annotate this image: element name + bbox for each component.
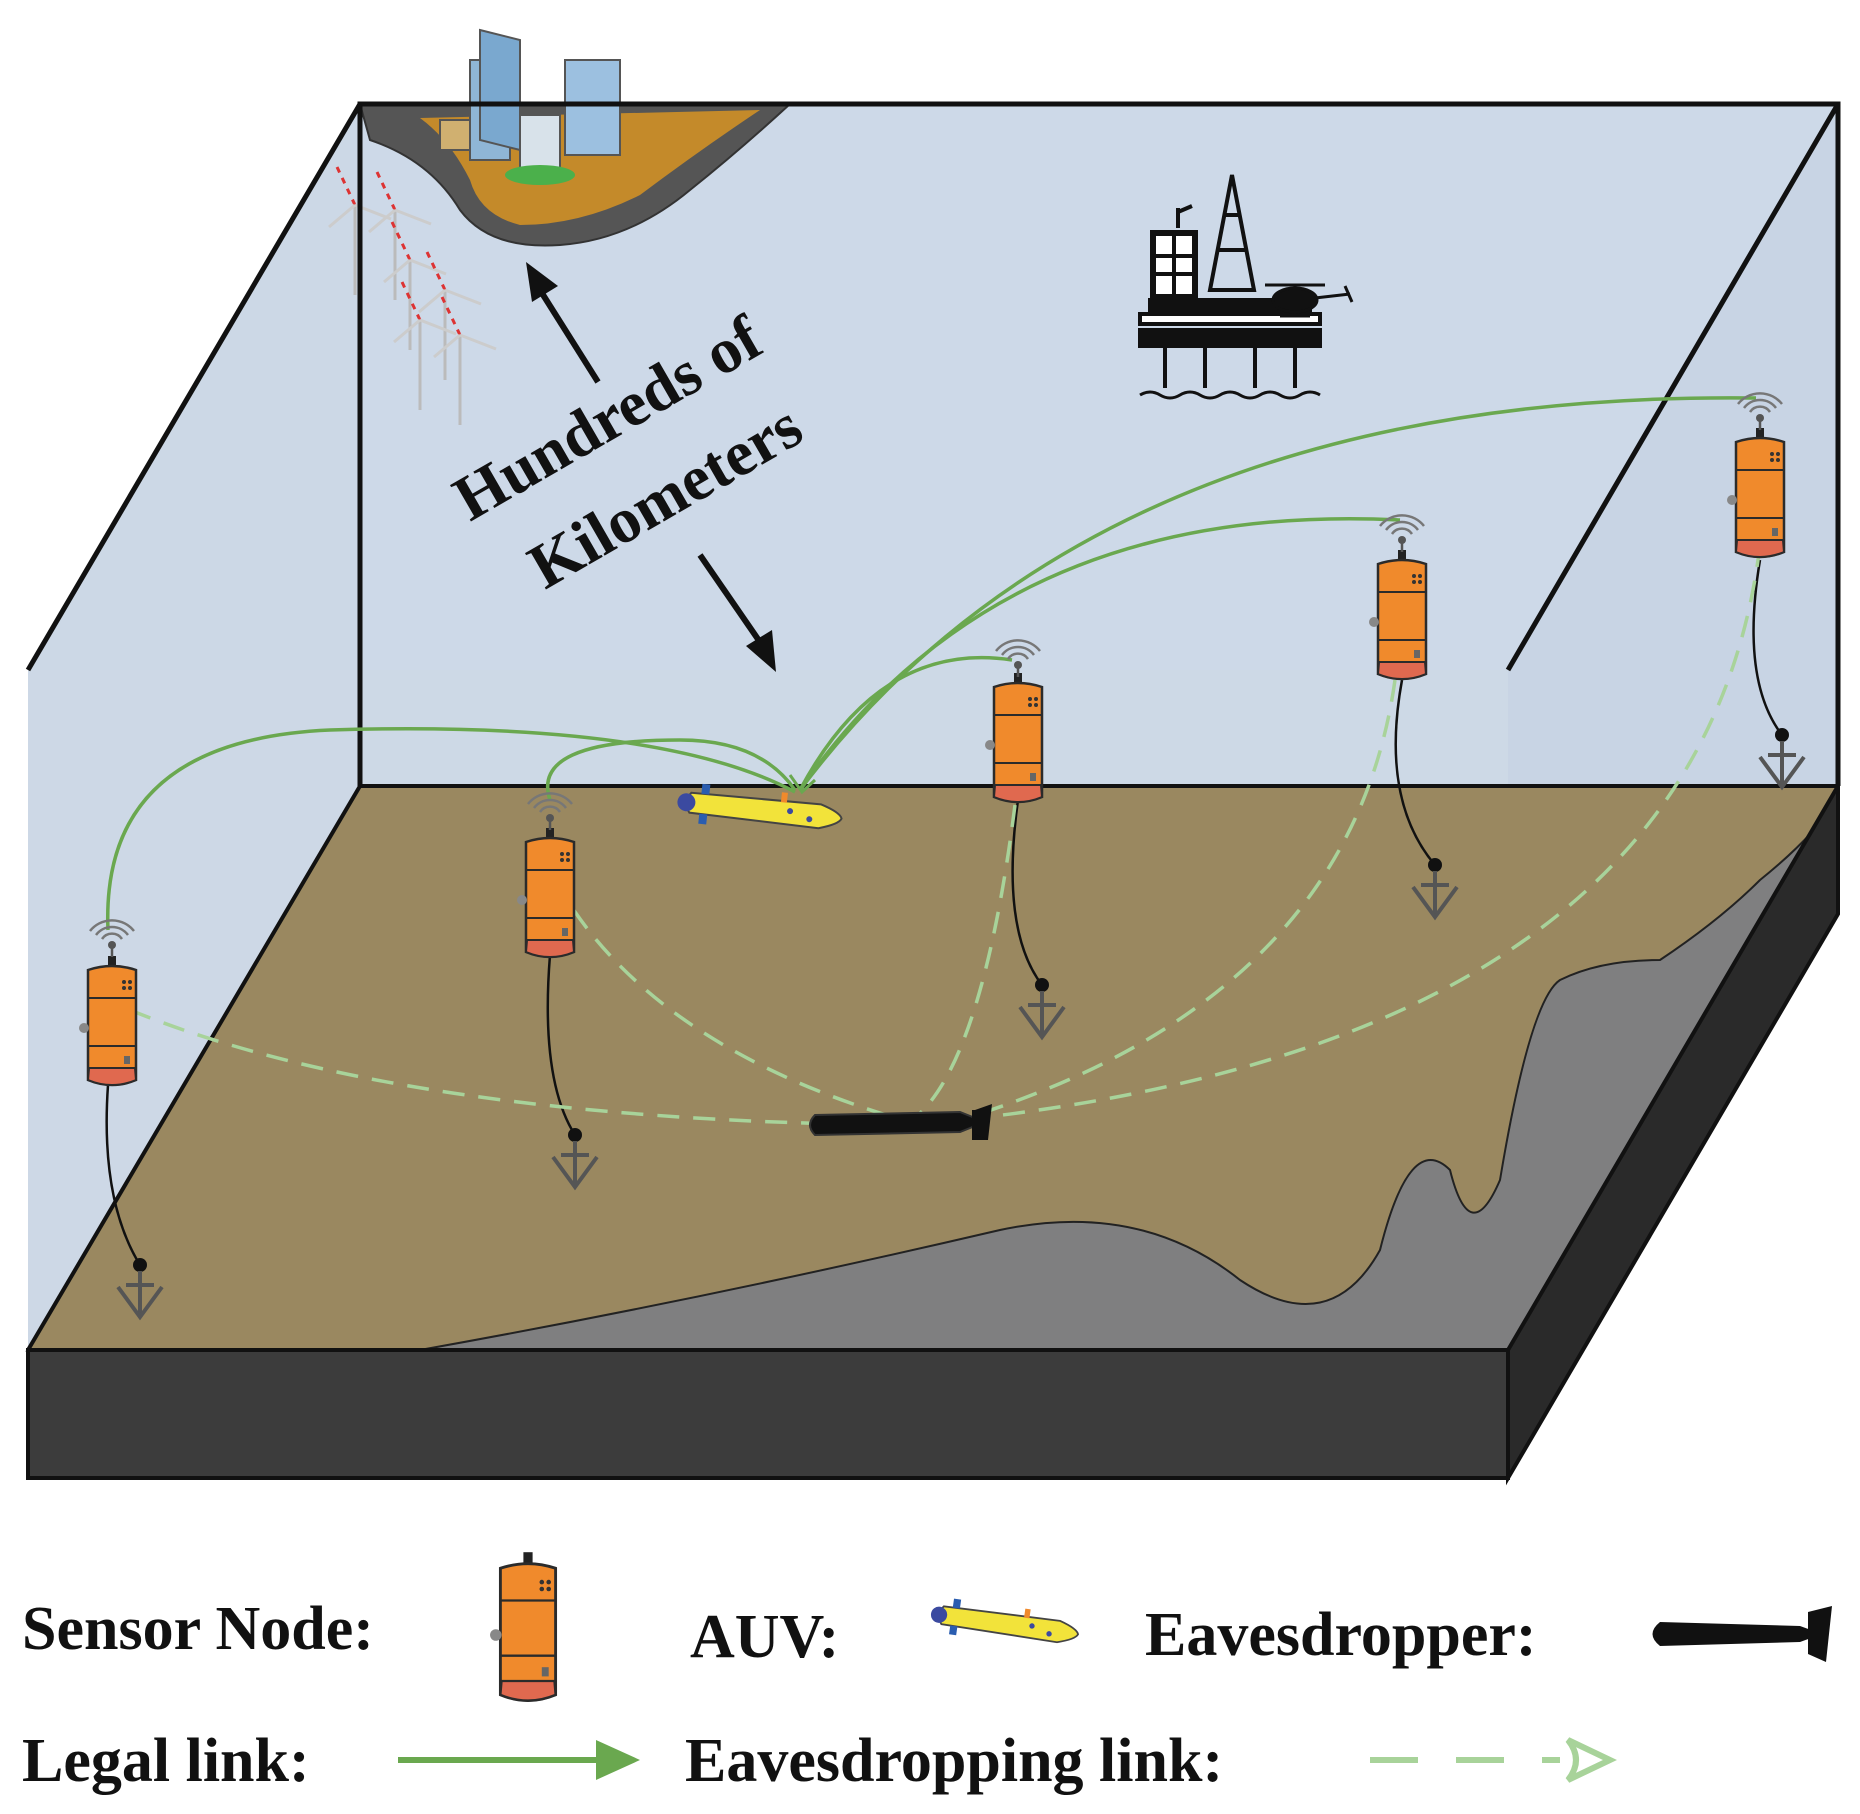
legend-eavesdropping-link-label: Eavesdropping link:	[685, 1727, 1224, 1795]
legend-legal-link-icon	[398, 1740, 640, 1780]
eavesdropper-icon	[809, 1104, 992, 1140]
box-edge-back	[357, 101, 1841, 786]
oil-platform-icon	[1138, 174, 1322, 400]
back-water-panel	[360, 104, 1838, 786]
legend-eavesdropper-icon	[1652, 1606, 1832, 1662]
legend-eavesdropper-label: Eavesdropper:	[1145, 1601, 1537, 1669]
annotation-arrows	[526, 262, 776, 672]
eavesdropping-links	[129, 544, 1762, 1127]
legend-eavesdropping-link-icon	[1370, 1737, 1617, 1783]
box-edge-left-bottom	[26, 784, 362, 1352]
legend-sensor-node-icon	[488, 1550, 558, 1702]
legend-auv-label: AUV:	[690, 1603, 840, 1671]
legend-auv-icon	[927, 1594, 1082, 1653]
box-edge-right-top	[1505, 102, 1841, 672]
sensor-tethers	[105, 559, 1783, 1266]
box-edge-left-top	[25, 102, 363, 672]
base-side	[1506, 778, 1840, 1486]
legend-sensor-node-label: Sensor Node:	[22, 1595, 374, 1663]
base-front	[26, 1348, 1510, 1480]
legend-legal-link-label: Legal link:	[22, 1727, 310, 1795]
rock-formation	[419, 799, 1839, 1351]
legal-links	[106, 396, 1757, 931]
helicopter-icon	[1265, 283, 1354, 318]
